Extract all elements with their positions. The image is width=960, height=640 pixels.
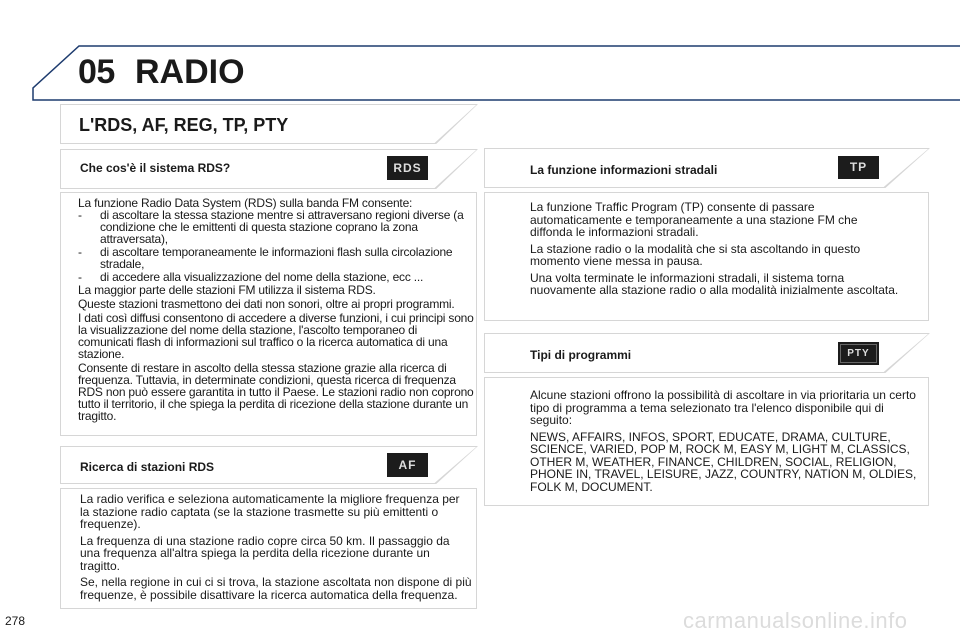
page-title: L'RDS, AF, REG, TP, PTY <box>79 115 289 135</box>
tp-badge-icon: TP <box>838 156 879 179</box>
paragraph: Alcune stazioni offrono la possibilità d… <box>530 388 916 427</box>
rds-badge-icon: RDS <box>387 156 428 180</box>
section-body-pty <box>484 377 929 506</box>
rds-text: La funzione Radio Data System (RDS) sull… <box>78 196 474 423</box>
list-item: di accedere alla visualizzazione del nom… <box>100 270 424 284</box>
paragraph: Se, nella regione in cui ci si trova, la… <box>80 575 472 602</box>
paragraph: La maggior parte delle stazioni FM utili… <box>78 283 376 297</box>
paragraph: Queste stazioni trasmettono dei dati non… <box>78 297 455 311</box>
paragraph: Consente di restare in ascolto della ste… <box>78 361 474 423</box>
list-item: di ascoltare temporaneamente le informaz… <box>100 245 453 271</box>
paragraph: Una volta terminate le informazioni stra… <box>530 270 899 297</box>
chapter-header-frame <box>32 45 960 101</box>
chapter-title: RADIO <box>135 53 245 91</box>
section-heading: Che cos'è il sistema RDS? <box>80 161 231 175</box>
section-heading: La funzione informazioni stradali <box>530 163 718 177</box>
af-text: La radio verifica e seleziona automatica… <box>80 493 472 605</box>
pty-text: Alcune stazioni offrono la possibilità d… <box>530 389 922 497</box>
section-body-rds <box>60 192 477 436</box>
section-body-af <box>60 488 477 609</box>
paragraph: I dati così diffusi consentono di accede… <box>78 311 474 361</box>
section-heading: Ricerca di stazioni RDS <box>80 460 215 474</box>
chapter-number: 05 <box>78 53 115 91</box>
paragraph: La radio verifica e seleziona automatica… <box>80 492 460 531</box>
section-heading: Tipi di programmi <box>530 348 632 362</box>
page-number: 278 <box>5 614 26 628</box>
tp-text: La funzione Traffic Program (TP) consent… <box>530 201 900 301</box>
paragraph: La frequenza di una stazione radio copre… <box>80 533 450 573</box>
page-title-box <box>60 104 478 144</box>
program-types-list: NEWS, AFFAIRS, INFOS, SPORT, EDUCATE, DR… <box>530 429 917 494</box>
pty-badge-icon: PTY <box>838 342 879 365</box>
paragraph: La funzione Radio Data System (RDS) sull… <box>78 196 413 210</box>
section-body-tp <box>484 192 929 321</box>
paragraph: La stazione radio o la modalità che si s… <box>530 241 861 268</box>
af-badge-icon: AF <box>387 453 428 477</box>
watermark: carmanualsonline.info <box>683 608 908 633</box>
list-item: di ascoltare la stessa stazione mentre s… <box>100 208 464 246</box>
paragraph: La funzione Traffic Program (TP) consent… <box>530 200 858 239</box>
